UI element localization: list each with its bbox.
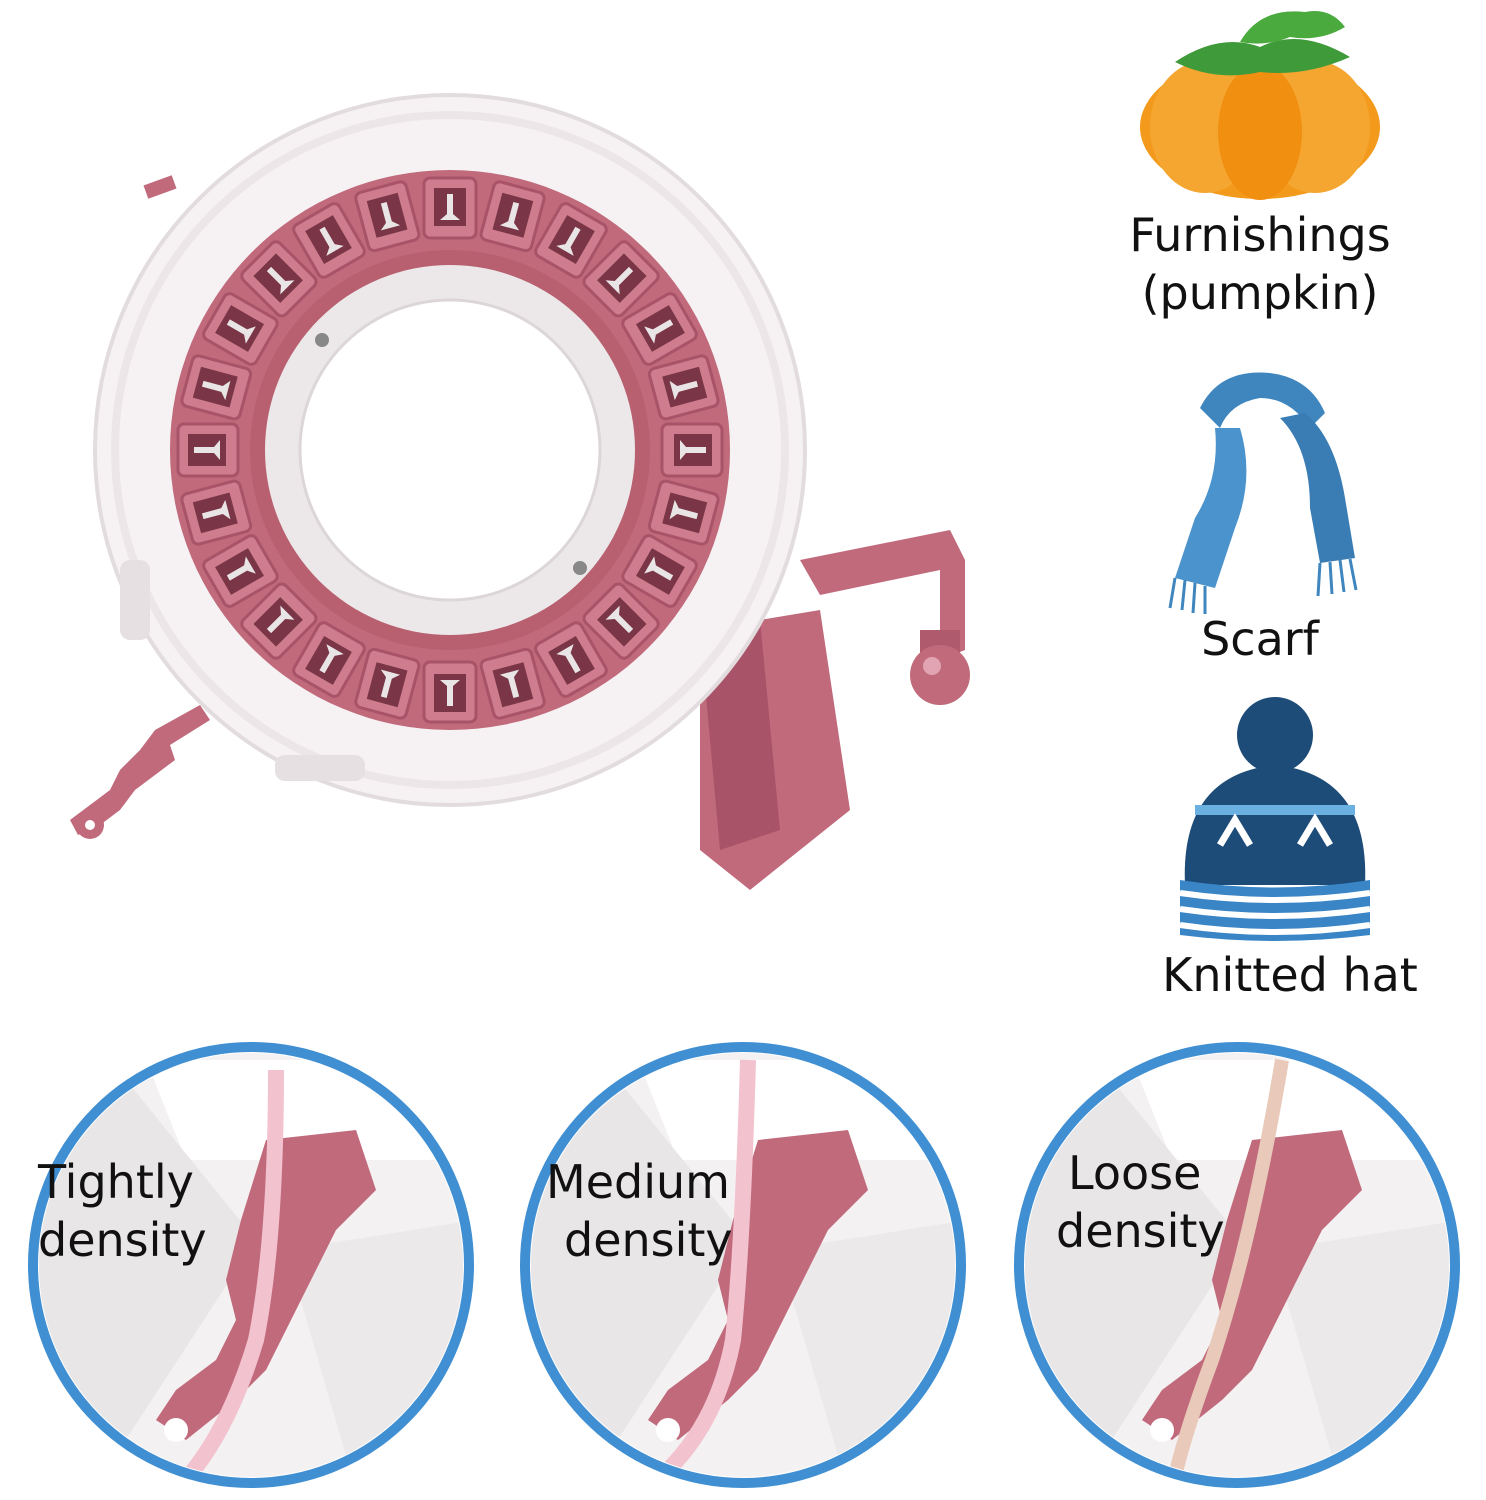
needle-slot	[479, 647, 546, 720]
density-label-medium: Medium density	[546, 1153, 733, 1269]
needle-slot	[202, 534, 279, 608]
needle-slot	[660, 422, 724, 478]
needle-slot	[202, 292, 279, 366]
product-label-line1: Furnishings	[1129, 208, 1391, 262]
density-label-loose: Loose density	[1056, 1144, 1225, 1260]
needle-slot	[354, 647, 421, 720]
scarf-icon	[1168, 372, 1358, 614]
pumpkin-icon	[1140, 11, 1380, 200]
needle-slot	[647, 479, 720, 546]
hat-icon	[1179, 697, 1371, 941]
row-counter-clip	[70, 705, 210, 839]
density-label-line2: density	[564, 1213, 733, 1267]
needle-slot	[180, 479, 253, 546]
needle-slot	[621, 534, 698, 608]
product-label-furnishings: Furnishings (pumpkin)	[1110, 206, 1410, 322]
needle-slot	[647, 354, 720, 421]
needle-slot	[621, 292, 698, 366]
density-label-line1: Medium	[546, 1155, 730, 1209]
product-label-line2: (pumpkin)	[1141, 266, 1379, 320]
needle-slots	[176, 176, 724, 724]
needle-slot	[422, 176, 478, 240]
needle-slot	[240, 582, 318, 660]
product-label-scarf: Scarf	[1201, 612, 1319, 666]
density-label-line2: density	[38, 1213, 207, 1267]
needle-slot	[354, 180, 421, 253]
needle-slot	[292, 202, 366, 279]
density-label-line1: Tightly	[38, 1155, 194, 1209]
needle-slot	[479, 180, 546, 253]
needle-slot	[292, 621, 366, 698]
needle-slot	[534, 621, 608, 698]
needle-slot	[582, 240, 660, 318]
density-closeup-medium	[520, 1042, 966, 1488]
crank-base	[700, 530, 970, 890]
needle-slot	[582, 582, 660, 660]
needle-slot	[240, 240, 318, 318]
density-label-tight: Tightly density	[38, 1153, 207, 1269]
density-closeup-loose	[1014, 1042, 1460, 1488]
needle-slot	[422, 660, 478, 724]
needle-slot	[534, 202, 608, 279]
needle-slot	[176, 422, 240, 478]
density-label-line1: Loose	[1068, 1146, 1202, 1200]
needle-slot	[180, 354, 253, 421]
density-label-line2: density	[1056, 1204, 1225, 1258]
density-closeup-tight	[28, 1042, 474, 1488]
knitting-loom-image	[70, 93, 970, 890]
product-label-hat: Knitted hat	[1162, 948, 1418, 1002]
